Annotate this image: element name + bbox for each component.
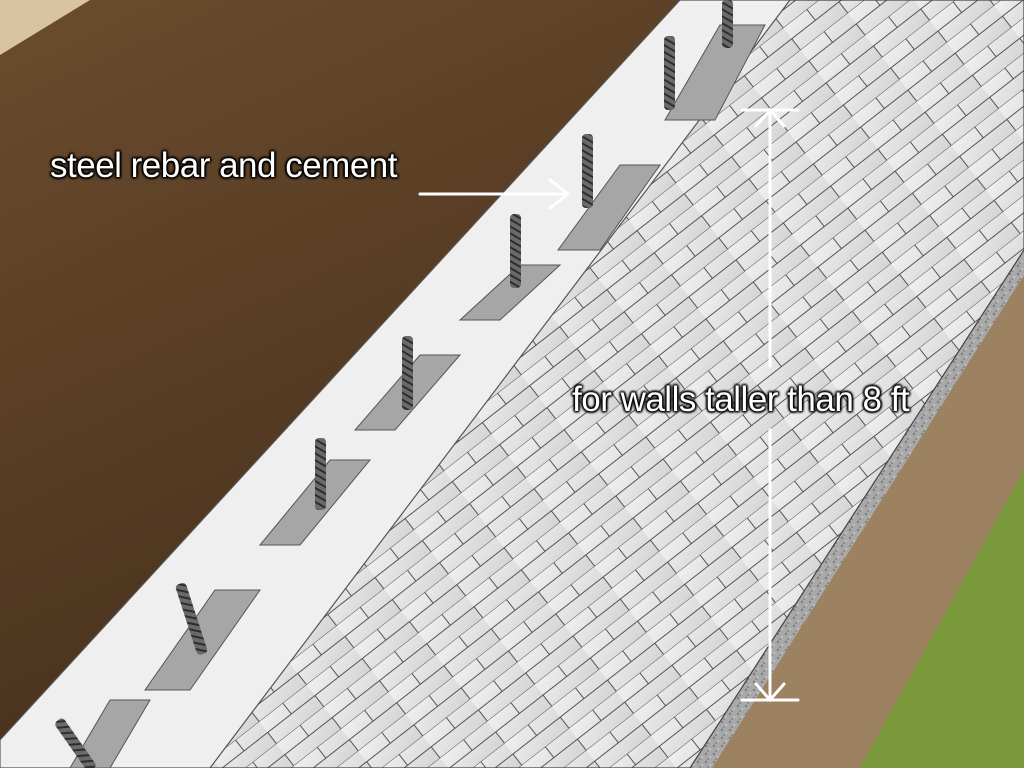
rebar-icon bbox=[315, 438, 326, 510]
rebar-icon bbox=[582, 134, 593, 208]
rebar-icon bbox=[175, 582, 208, 655]
rebar-icon bbox=[402, 336, 413, 410]
dimension-arrow-icon bbox=[740, 107, 800, 703]
rebar-rods bbox=[55, 0, 733, 768]
rebar-icon bbox=[510, 214, 521, 288]
grass-area bbox=[860, 470, 1024, 768]
cavity-7 bbox=[69, 699, 151, 768]
cement-cavities bbox=[69, 24, 766, 768]
cavity-3 bbox=[458, 264, 562, 321]
height-label: for walls taller than 8 ft bbox=[572, 380, 910, 419]
arrow-right-icon bbox=[418, 178, 571, 210]
rebar-icon bbox=[722, 0, 733, 48]
rebar-icon bbox=[664, 36, 675, 110]
rebar-icon bbox=[55, 718, 96, 768]
cavity-2 bbox=[557, 164, 661, 251]
cavity-1 bbox=[664, 24, 766, 121]
sky-corner bbox=[0, 0, 90, 55]
rebar-label: steel rebar and cement bbox=[50, 146, 397, 185]
